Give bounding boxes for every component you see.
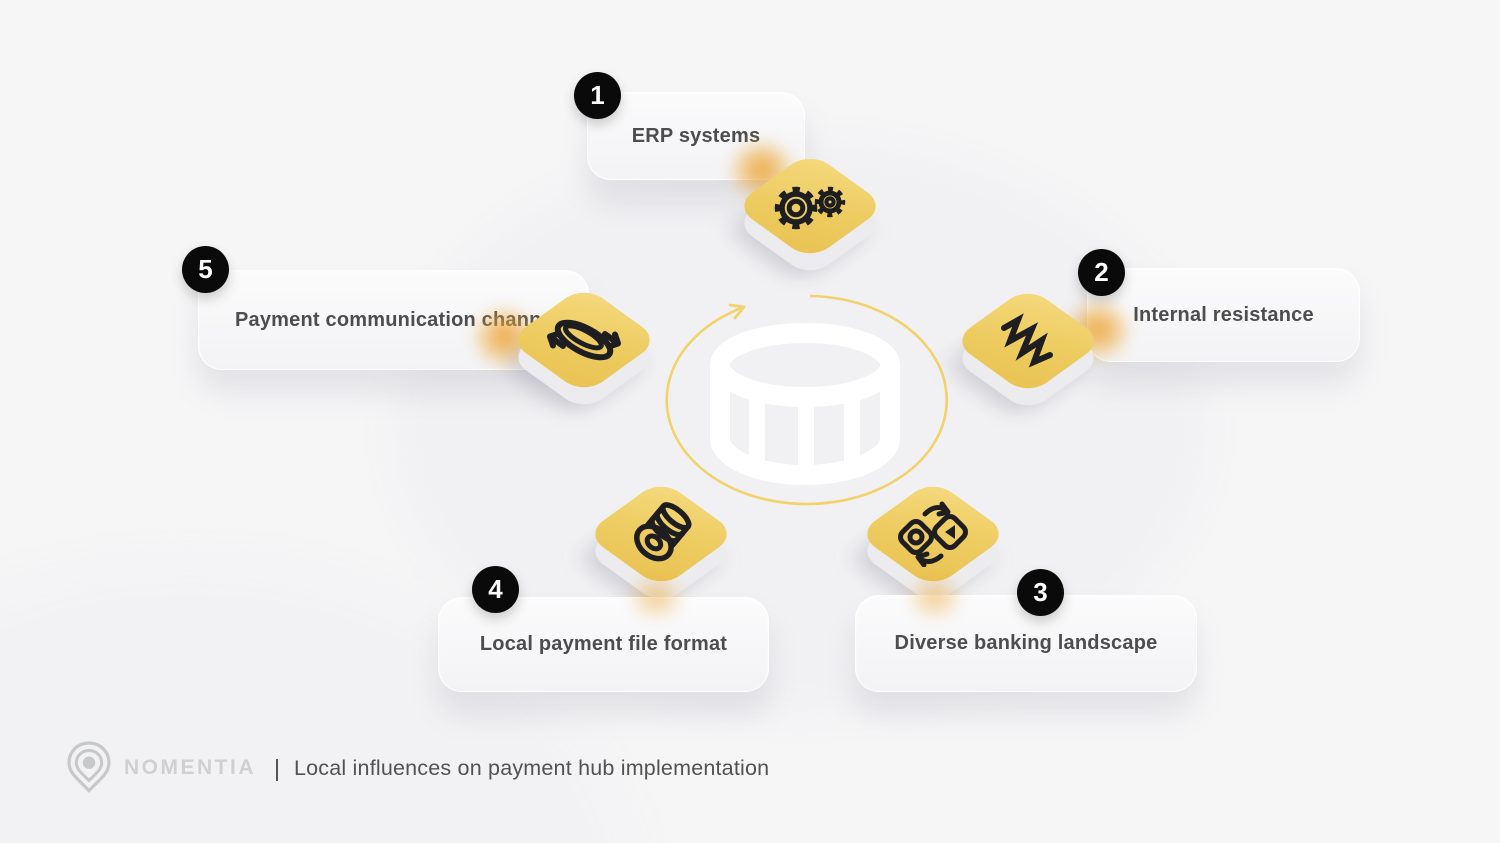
diamond-tile-erp [733,151,887,278]
diamond-tile-file-format [584,479,738,606]
step-badge-3: 3 [1017,569,1064,616]
item-card-diverse-banking-landscape: Diverse banking landscape [855,595,1197,692]
item-card-local-payment-file-format: Local payment file format [438,597,769,692]
separator: | [274,754,280,781]
currency-exchange-icon [898,501,968,567]
nomentia-logo-pin-icon [67,741,111,793]
item-label: ERP systems [631,124,761,147]
diamond-tile-banking [856,479,1010,606]
step-badge-5: 5 [182,246,229,293]
item-label: Internal resistance [1133,303,1314,326]
step-badge-2: 2 [1078,249,1125,296]
footer-caption: Local influences on payment hub implemen… [293,755,770,780]
gears-icon [774,186,846,230]
glow-accent [898,565,972,629]
diamond-tile-communication [507,285,661,412]
glow-accent [619,565,693,629]
step-badge-1: 1 [574,72,621,119]
item-label: Local payment file format [479,633,728,655]
brand-name: NOMENTIA [124,756,256,779]
item-label: Diverse banking landscape [894,632,1158,654]
footer: NOMENTIA | Local influences on payment h… [66,740,769,796]
resistance-zigzag-icon [1001,313,1053,368]
diamond-tile-resistance [951,286,1105,413]
coin-transfer-icon [547,319,621,361]
coin-stack-icon [634,502,692,562]
step-badge-4: 4 [472,566,519,613]
